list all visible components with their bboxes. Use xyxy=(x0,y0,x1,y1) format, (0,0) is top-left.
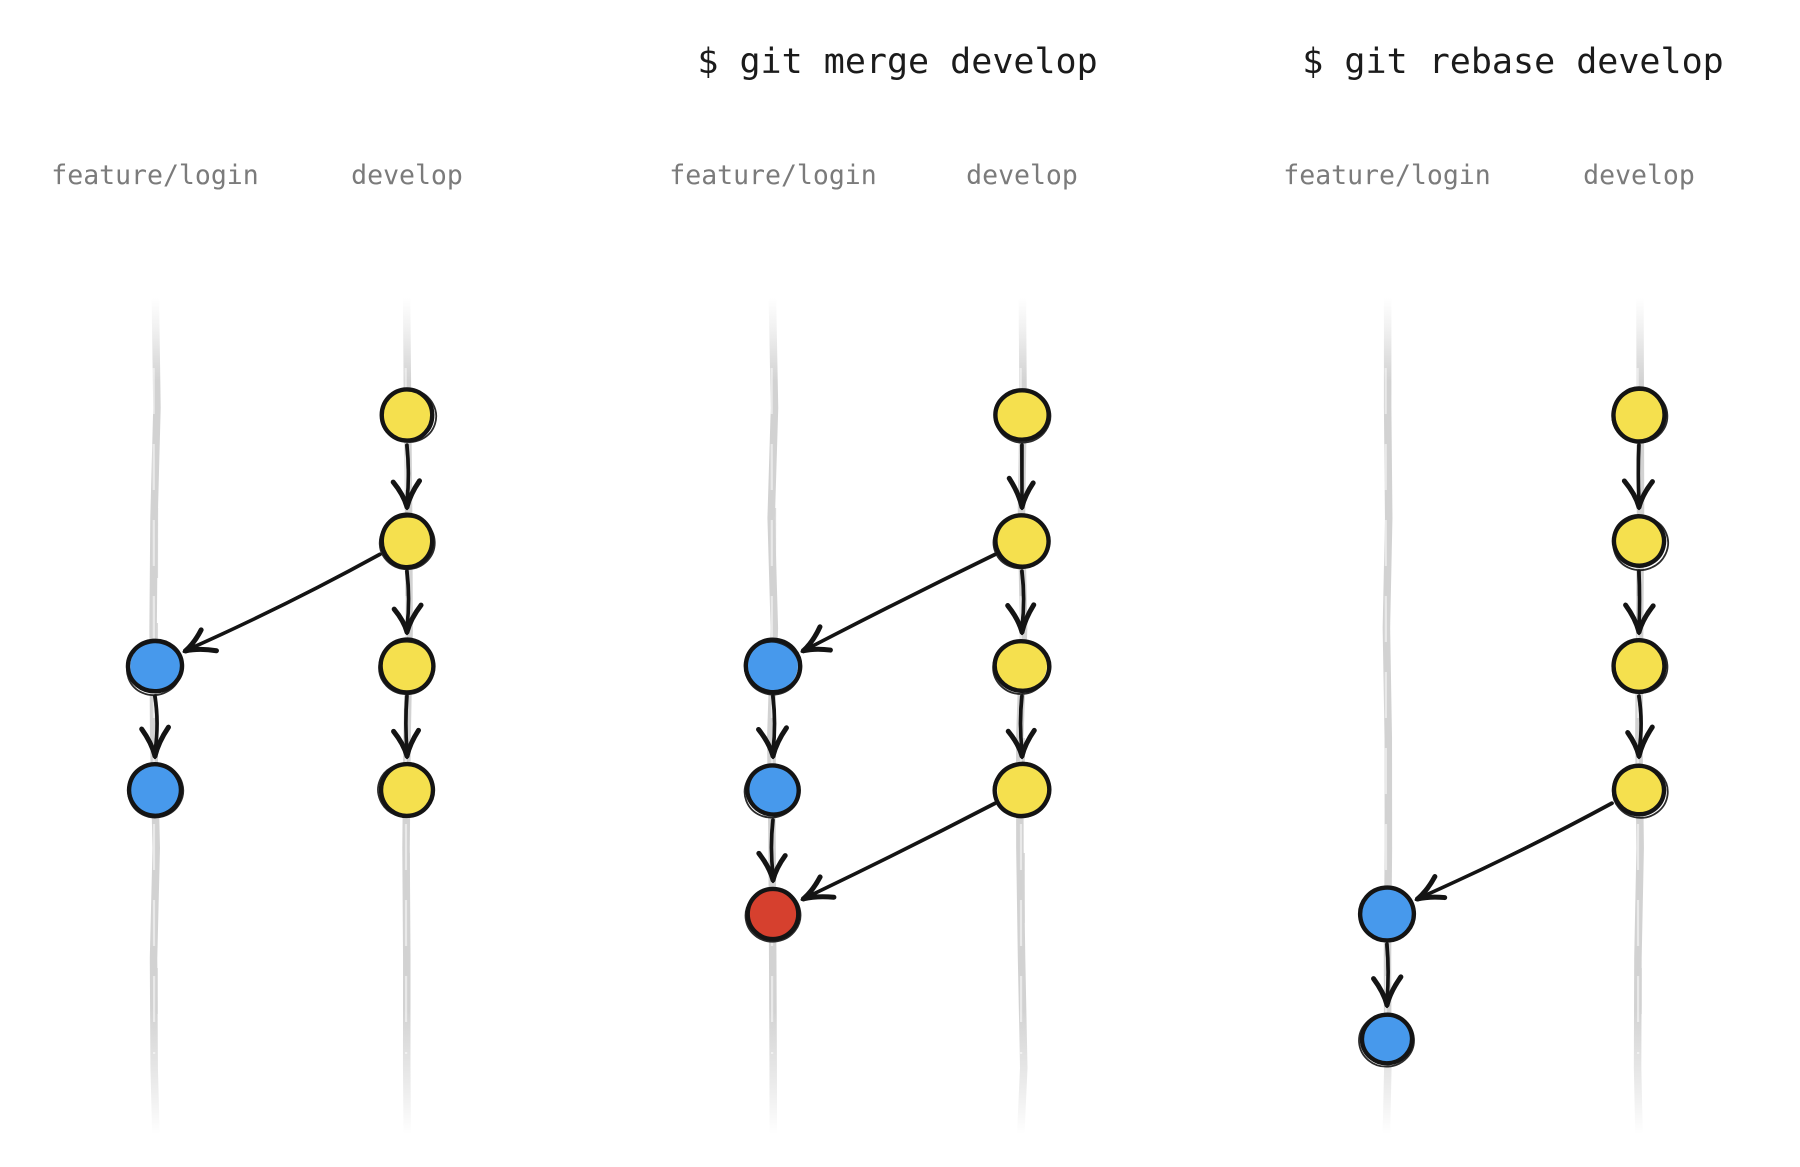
merge-command-title: $ git merge develop xyxy=(697,42,1098,82)
feature-commit-node xyxy=(125,638,185,697)
commit-arrow xyxy=(756,694,789,760)
commit-arrow xyxy=(1414,801,1614,902)
commit-arrow xyxy=(1621,443,1655,511)
branch-lane-line xyxy=(1382,294,1393,1138)
commit-arrow xyxy=(1006,443,1036,511)
develop-commit-node xyxy=(992,513,1051,570)
branch-lane-line xyxy=(149,294,161,1138)
panel3-feature-login-branch-label: feature/login xyxy=(1283,160,1491,191)
commit-arrow xyxy=(391,694,422,760)
commit-arrow xyxy=(800,801,997,902)
feature-commit-node xyxy=(743,637,803,696)
panel3-develop-branch-label: develop xyxy=(1583,160,1695,191)
merge-commit-node xyxy=(744,886,802,943)
commit-arrow xyxy=(391,569,424,636)
rebase-command-title: $ git rebase develop xyxy=(1302,42,1724,82)
develop-commit-node xyxy=(377,761,436,819)
feature-commit-node xyxy=(743,763,801,819)
develop-commit-node xyxy=(1611,386,1669,444)
commit-arrow xyxy=(1371,942,1404,1009)
commit-arrow xyxy=(800,552,997,654)
panel1-develop-branch-label: develop xyxy=(351,160,463,191)
commit-arrow xyxy=(756,818,788,884)
feature-commit-node xyxy=(1358,1012,1415,1068)
develop-commit-node xyxy=(378,512,436,571)
commit-arrow xyxy=(1625,694,1655,760)
develop-commit-node xyxy=(1611,763,1669,819)
panel2-feature-login-branch-label: feature/login xyxy=(669,160,877,191)
develop-commit-node xyxy=(1611,514,1670,571)
develop-commit-node xyxy=(992,761,1052,819)
develop-commit-node xyxy=(992,638,1052,695)
commit-arrow xyxy=(1005,694,1037,760)
commit-arrow xyxy=(390,443,423,511)
develop-commit-node xyxy=(993,388,1052,444)
develop-commit-node xyxy=(379,387,438,443)
panel1-feature-login-branch-label: feature/login xyxy=(51,160,259,191)
feature-commit-node xyxy=(1357,885,1417,943)
develop-commit-node xyxy=(1611,638,1669,694)
develop-commit-node xyxy=(378,637,436,696)
commit-arrow xyxy=(1005,569,1037,636)
feature-commit-node xyxy=(126,762,185,819)
commit-arrow xyxy=(182,552,382,654)
panel2-develop-branch-label: develop xyxy=(966,160,1078,191)
commit-arrow xyxy=(1623,569,1656,636)
commit-arrow xyxy=(139,694,171,760)
